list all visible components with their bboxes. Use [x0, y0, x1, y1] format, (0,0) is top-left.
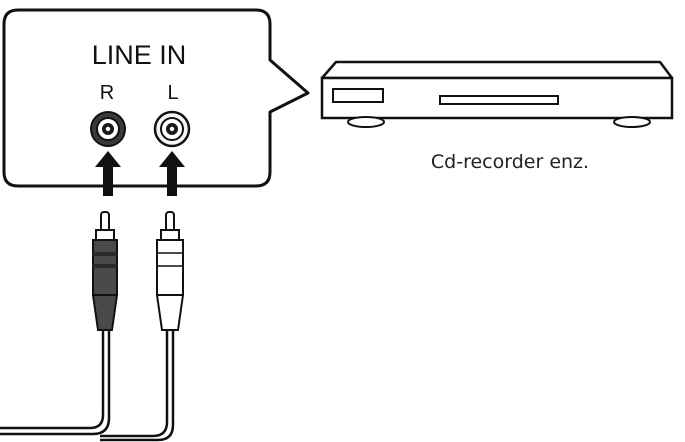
rca-plug-icon [155, 211, 185, 331]
panel-title: LINE IN [92, 40, 187, 70]
arrow-up-icon [159, 151, 185, 196]
arrow-up-icon [95, 151, 121, 196]
audio-cable [0, 330, 175, 442]
rca-jack-icon [153, 110, 191, 148]
device-caption: Cd-recorder enz. [431, 151, 589, 173]
jack-left-label: L [167, 82, 178, 104]
line-in-panel [2, 8, 310, 188]
jack-right-label: R [100, 82, 114, 104]
rca-jack-icon [90, 111, 126, 147]
cd-recorder-icon [320, 60, 674, 128]
rca-plug-icon [91, 211, 119, 331]
